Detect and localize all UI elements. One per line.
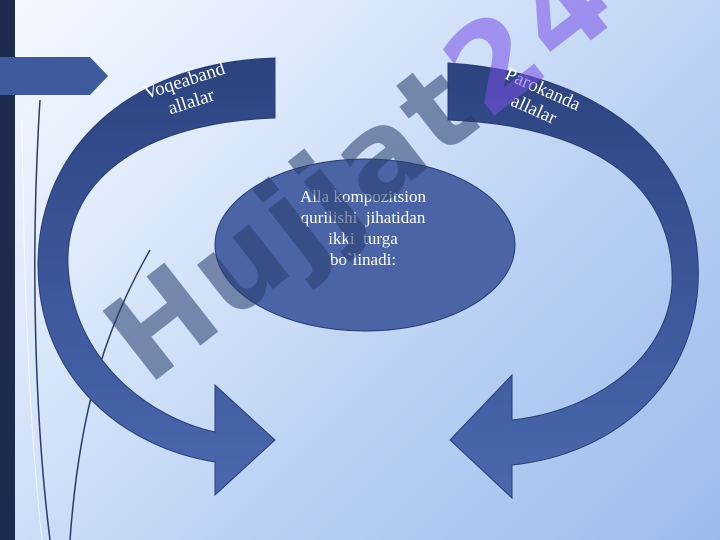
decor-curve-3: [21, 119, 43, 540]
left-curved-arrow: [37, 57, 276, 497]
corner-arrow-tab: [0, 57, 108, 95]
center-statement: Alla kompozitsion qurilishi jihatidan ik…: [299, 187, 427, 269]
slide-side-bar: [0, 0, 15, 540]
right-curved-arrow: [447, 62, 699, 500]
center-ellipse: [214, 158, 516, 332]
decor-curve-1: [34, 99, 51, 540]
